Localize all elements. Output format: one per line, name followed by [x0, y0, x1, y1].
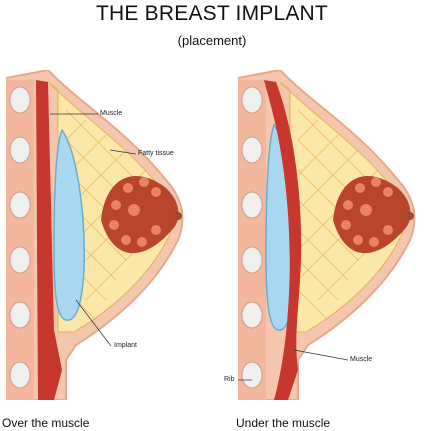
label-fatty-tissue: Fatty tissue — [138, 150, 174, 157]
under-the-muscle-illustration — [238, 70, 416, 400]
ribs — [9, 86, 31, 389]
right-diagram-panel: Muscle Rib — [224, 70, 424, 400]
caption-over-the-muscle: Over the muscle — [2, 416, 90, 430]
page-subtitle: (placement) — [177, 33, 247, 48]
mammary-gland — [333, 176, 411, 254]
ribs — [241, 86, 263, 389]
page-title: THE BREAST IMPLANT — [96, 2, 328, 25]
caption-under-the-muscle: Under the muscle — [236, 416, 331, 430]
label-muscle: Muscle — [100, 110, 123, 117]
label-muscle: Muscle — [350, 356, 373, 363]
nipple — [174, 212, 182, 220]
nipple — [406, 212, 414, 220]
label-rib: Rib — [224, 376, 235, 383]
over-the-muscle-illustration — [6, 70, 184, 400]
label-implant: Implant — [114, 342, 137, 349]
mammary-gland — [101, 176, 179, 254]
left-diagram-panel: Muscle Fatty tissue Implant — [6, 70, 196, 400]
